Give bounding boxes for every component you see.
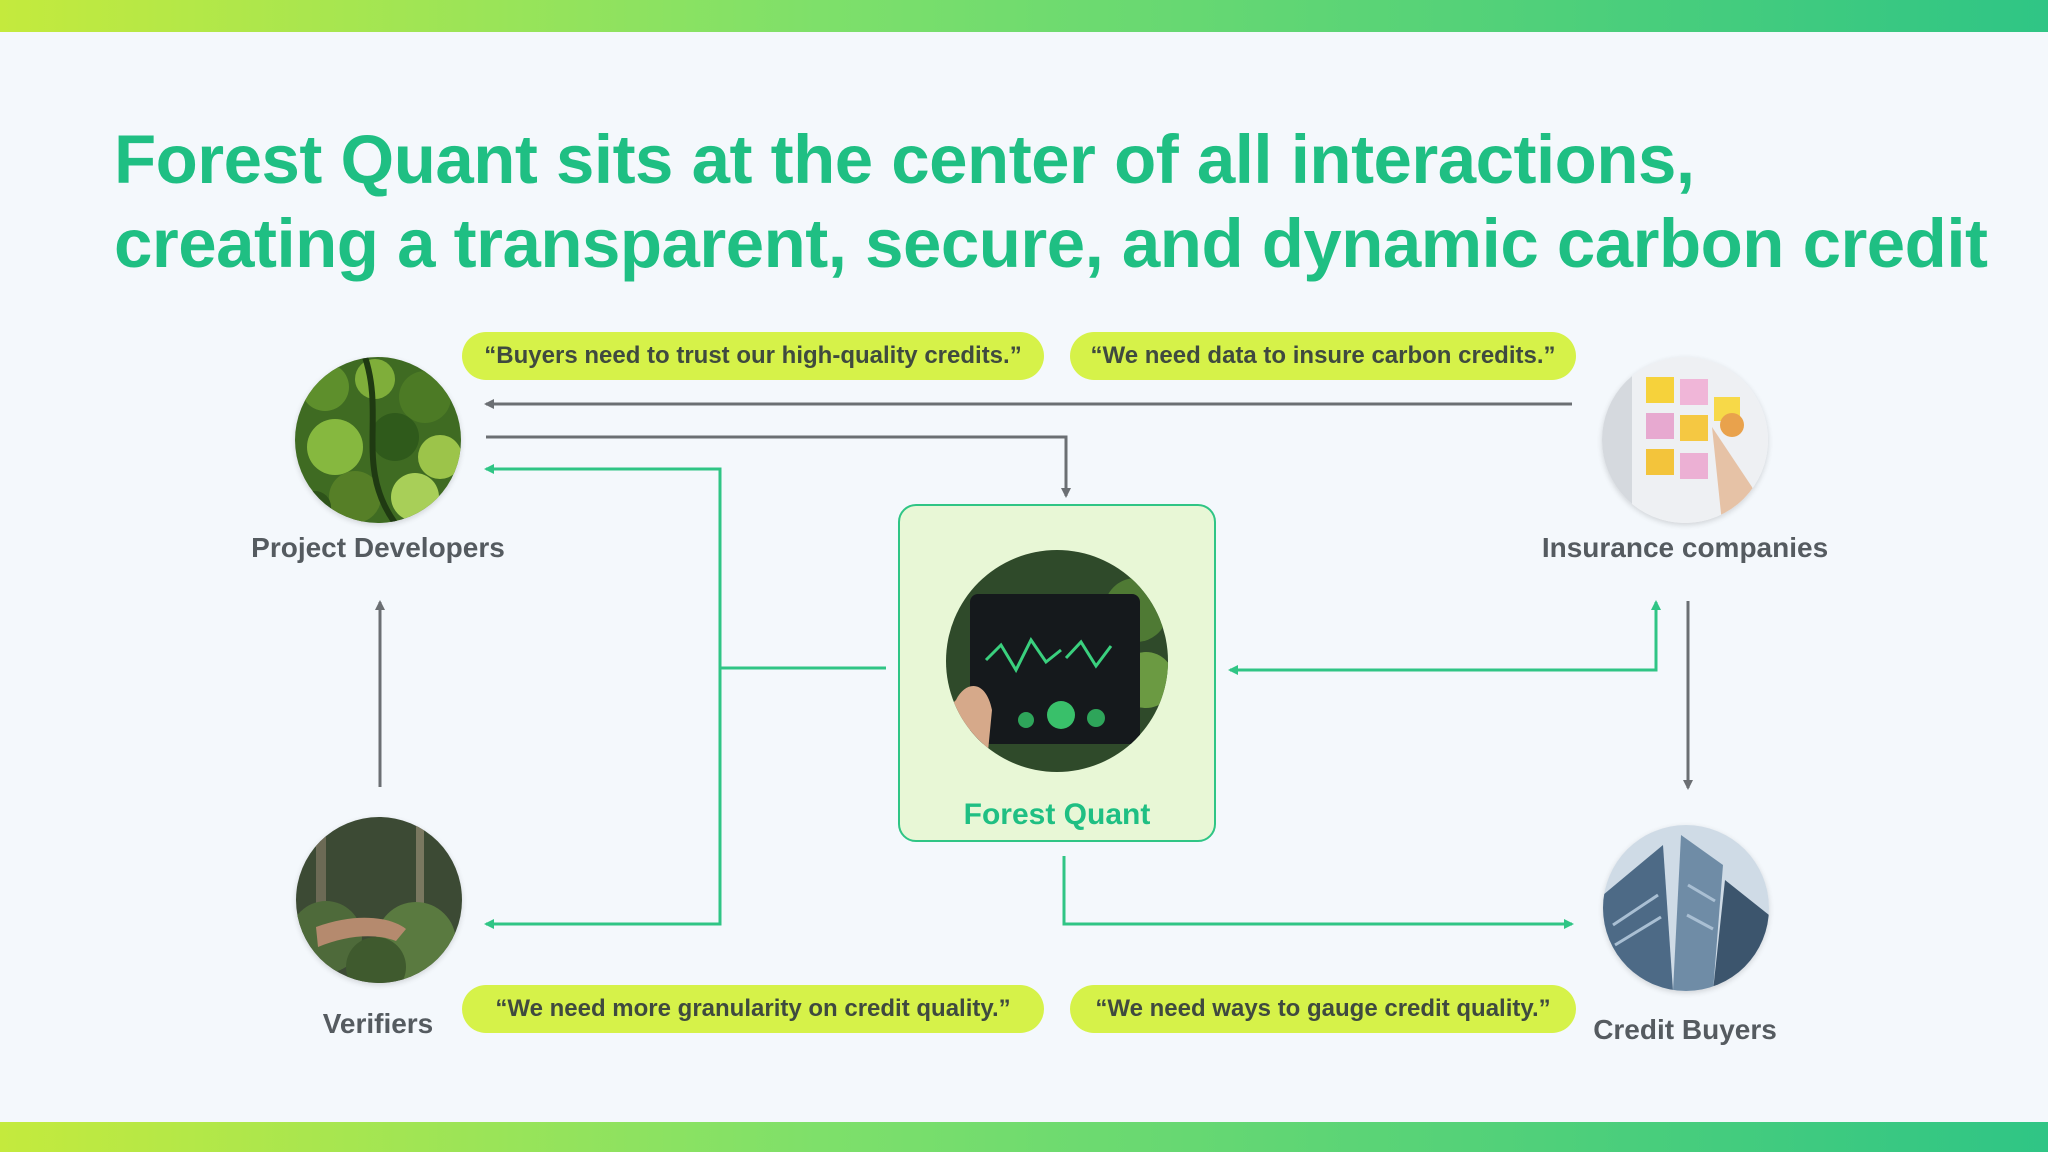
label-project-developers: Project Developers (251, 532, 505, 563)
arrow-developers-to-forestquant (486, 435, 1071, 498)
slide-title-line-1: Forest Quant sits at the center of all i… (114, 121, 1695, 198)
forest-aerial-image (295, 357, 461, 523)
slide-title: Forest Quant sits at the center of all i… (114, 118, 1994, 286)
quote-granularity: “We need more granularity on credit qual… (462, 985, 1044, 1033)
forest-hand-image (296, 817, 462, 983)
top-gradient-bar (0, 0, 2048, 32)
bottom-gradient-bar (0, 1122, 2048, 1152)
quote-insure-data: “We need data to insure carbon credits.” (1070, 332, 1576, 380)
arrow-forestquant-to-verifiers (484, 668, 722, 929)
arrow-insurance-to-forestquant (1228, 602, 1658, 675)
quote-gauge-quality: “We need ways to gauge credit quality.” (1070, 985, 1576, 1033)
quote-buyers-trust: “Buyers need to trust our high-quality c… (462, 332, 1044, 380)
tablet-dashboard-image (946, 550, 1168, 772)
label-insurance-companies: Insurance companies (1541, 532, 1829, 563)
label-credit-buyers: Credit Buyers (1593, 1014, 1777, 1045)
sticky-notes-image (1602, 357, 1768, 523)
label-forest-quant: Forest Quant (963, 798, 1151, 831)
arrow-forestquant-to-buyers (1062, 856, 1574, 929)
label-verifiers: Verifiers (322, 1008, 434, 1039)
skyscrapers-image (1603, 825, 1769, 991)
slide-title-line-2: creating a transparent, secure, and dyna… (114, 205, 1988, 282)
